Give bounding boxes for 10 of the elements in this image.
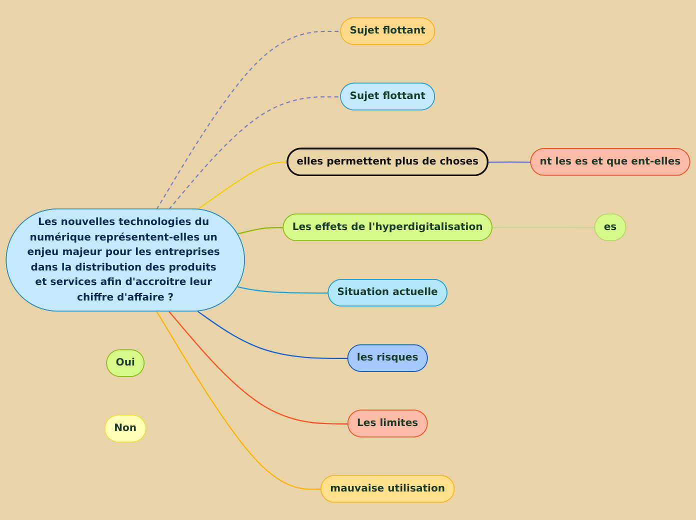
connector: [237, 286, 329, 294]
connector: [197, 162, 288, 210]
connector: [488, 161, 532, 163]
connector: [156, 311, 322, 490]
connector: [197, 310, 348, 360]
connector: [237, 227, 284, 235]
connector: [168, 311, 348, 424]
connector: [156, 30, 341, 210]
connector: [492, 226, 596, 228]
connector: [168, 96, 341, 210]
